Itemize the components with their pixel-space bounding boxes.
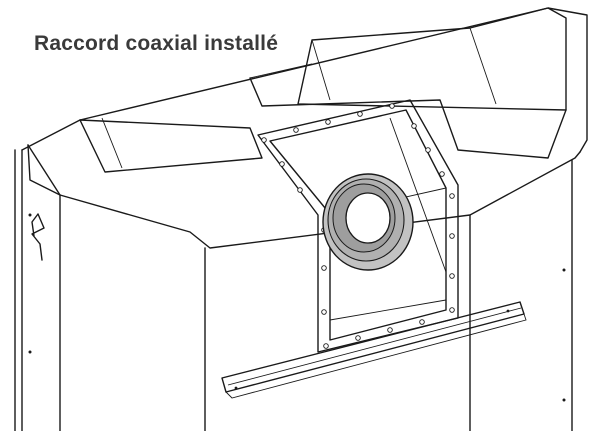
side-rivet: [28, 350, 32, 354]
top-left-panel: [79, 119, 263, 173]
top-back-rim: [79, 7, 588, 153]
body-left-side: [14, 149, 23, 431]
rail-screw: [506, 309, 510, 313]
top-lid: [297, 7, 567, 111]
top-left-corner: [21, 119, 81, 196]
figure-title: Raccord coaxial installé: [34, 32, 279, 55]
top-left-panel-seam: [101, 117, 123, 169]
frame-bolts: [261, 103, 455, 349]
front-top-edge: [27, 144, 581, 249]
side-rivet: [562, 268, 566, 272]
top-panel-seams: [249, 27, 497, 105]
support-rail-lip: [225, 307, 527, 399]
coaxial-flue-opening: [345, 192, 391, 244]
rail-screw: [234, 386, 238, 390]
top-right-panel: [249, 77, 567, 159]
side-hook-bracket: [31, 213, 45, 261]
side-rivet: [562, 398, 566, 402]
side-rivet: [28, 213, 32, 217]
